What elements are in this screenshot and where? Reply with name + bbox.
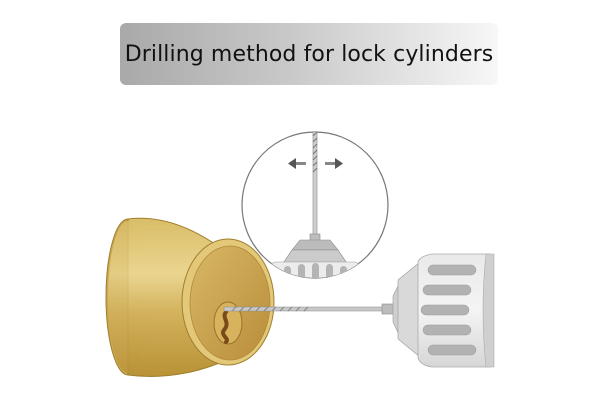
lock-cylinder [105,217,275,377]
title-banner: Drilling method for lock cylinders [120,23,498,85]
drill-bit [223,306,393,312]
drill-chuck [381,253,495,368]
inset-detail [241,131,389,279]
right-arrow-icon [325,158,343,169]
left-arrow-icon [288,158,306,169]
title-text: Drilling method for lock cylinders [124,41,494,67]
